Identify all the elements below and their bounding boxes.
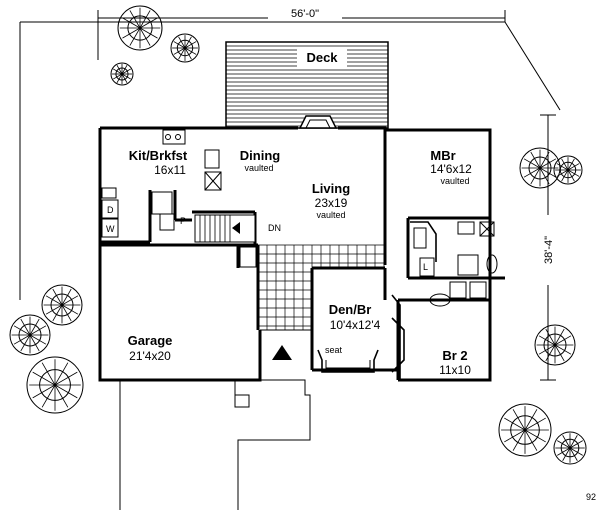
- garage-size: 21'4x20: [129, 349, 171, 363]
- kitchen-size: 16x11: [154, 163, 186, 177]
- bedroom2-name: Br 2: [442, 348, 467, 363]
- living-note: vaulted: [316, 210, 345, 220]
- den-seat: seat: [325, 345, 343, 355]
- den-name: Den/Br: [329, 302, 372, 317]
- tree: [110, 62, 134, 86]
- washer-letter: W: [106, 224, 115, 234]
- master-bath-fixtures: L: [410, 221, 498, 277]
- tree: [9, 314, 51, 356]
- entry-tile: [257, 244, 385, 330]
- depth-dimension: 38'-4": [538, 114, 558, 381]
- overall-depth-label: 38'-4": [543, 236, 555, 264]
- overall-width-label: 56'-0": [291, 8, 319, 20]
- linen-letter: L: [423, 262, 428, 272]
- driveway: [119, 329, 312, 510]
- living-name: Living: [312, 181, 350, 196]
- tree: [498, 403, 552, 457]
- room-labels: Kit/Brkfst 16x11 Dining vaulted Living 2…: [128, 148, 473, 377]
- garage-name: Garage: [128, 333, 173, 348]
- dining-note: vaulted: [244, 163, 273, 173]
- deck-label: Deck: [306, 50, 338, 65]
- kitchen-name: Kit/Brkfst: [129, 148, 188, 163]
- stairs-down-label: DN: [268, 223, 281, 233]
- property-boundary: [19, 10, 561, 300]
- deck: Deck: [225, 41, 389, 129]
- tree: [170, 33, 200, 63]
- dining-name: Dining: [240, 148, 280, 163]
- master-size: 14'6x12: [430, 162, 472, 176]
- den-bay-window: [317, 349, 379, 373]
- fireplace: [298, 115, 338, 129]
- tree: [519, 147, 561, 189]
- hall-bath-fixtures: [391, 281, 487, 380]
- master-name: MBr: [430, 148, 455, 163]
- pantry-letter: P: [180, 216, 186, 226]
- sheet-number: 92: [586, 492, 596, 502]
- tree: [26, 356, 84, 414]
- living-size: 23x19: [315, 196, 348, 210]
- tree: [117, 5, 163, 51]
- den-size: 10'4x12'4: [330, 318, 381, 332]
- landscape-trees: [9, 5, 587, 465]
- dryer-letter: D: [107, 205, 114, 215]
- width-dimension: 56'-0": [98, 6, 505, 20]
- tree: [41, 284, 83, 326]
- master-note: vaulted: [440, 176, 469, 186]
- bedroom2-size: 11x10: [439, 363, 471, 377]
- tree: [553, 155, 583, 185]
- stairs: DN: [194, 214, 281, 243]
- tree: [534, 324, 576, 366]
- tree: [553, 431, 587, 465]
- kitchen-fixtures: P D W: [101, 129, 257, 268]
